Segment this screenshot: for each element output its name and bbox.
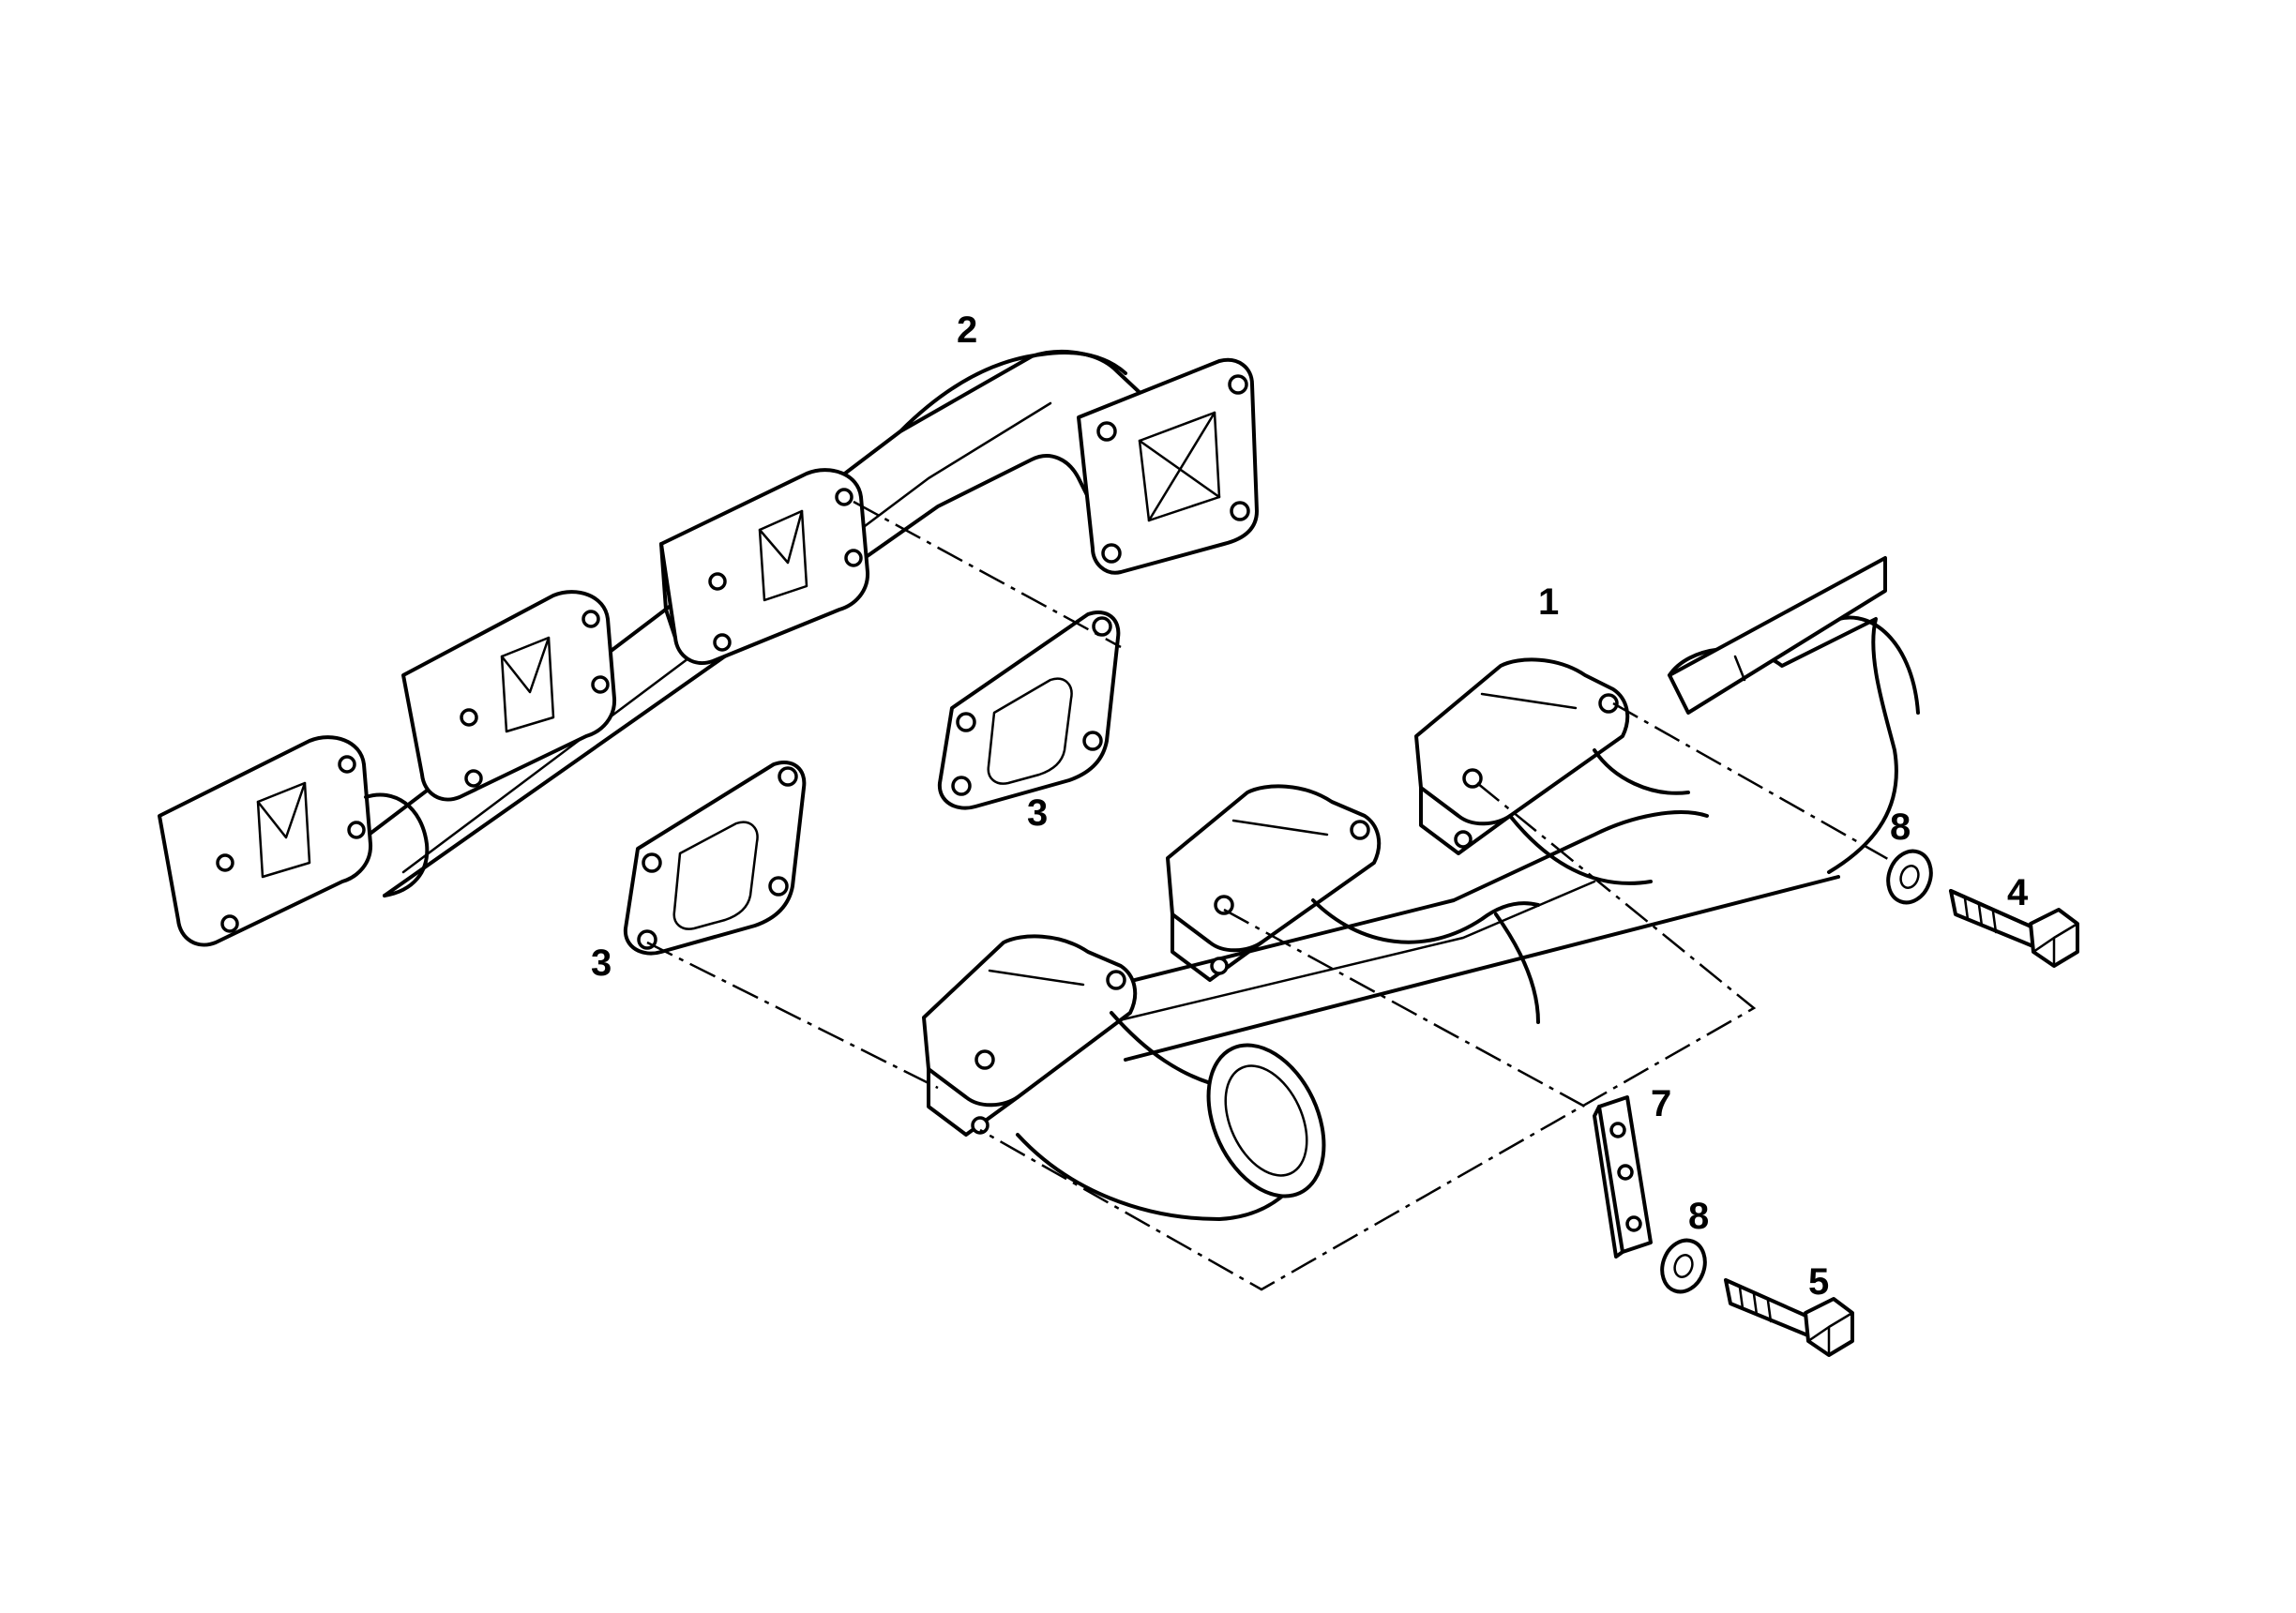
assembly-center-lines xyxy=(646,500,1896,1291)
hex-bolt-lower xyxy=(1724,1278,1854,1357)
washer-lower xyxy=(1660,1238,1707,1294)
hex-bolt-upper xyxy=(1949,889,2079,968)
front-exhaust-manifold xyxy=(922,556,1920,1221)
bracket-plate xyxy=(1593,1095,1653,1259)
callout-3-upper: 3 xyxy=(1027,792,1048,834)
rear-exhaust-manifold xyxy=(158,350,1259,947)
callout-8-lower: 8 xyxy=(1688,1196,1709,1237)
callout-4: 4 xyxy=(2007,872,2029,913)
callout-5: 5 xyxy=(1808,1261,1829,1303)
callout-1: 1 xyxy=(1538,581,1559,623)
callout-2: 2 xyxy=(957,309,977,351)
callout-7: 7 xyxy=(1651,1083,1671,1124)
callout-3-lower: 3 xyxy=(591,942,612,984)
callout-8-upper: 8 xyxy=(1890,806,1911,848)
gasket-lower xyxy=(623,761,807,956)
callout-labels: 1 2 3 3 4 5 7 8 8 xyxy=(591,309,2029,1303)
washer-upper xyxy=(1886,849,1933,905)
gasket-upper xyxy=(937,611,1121,810)
